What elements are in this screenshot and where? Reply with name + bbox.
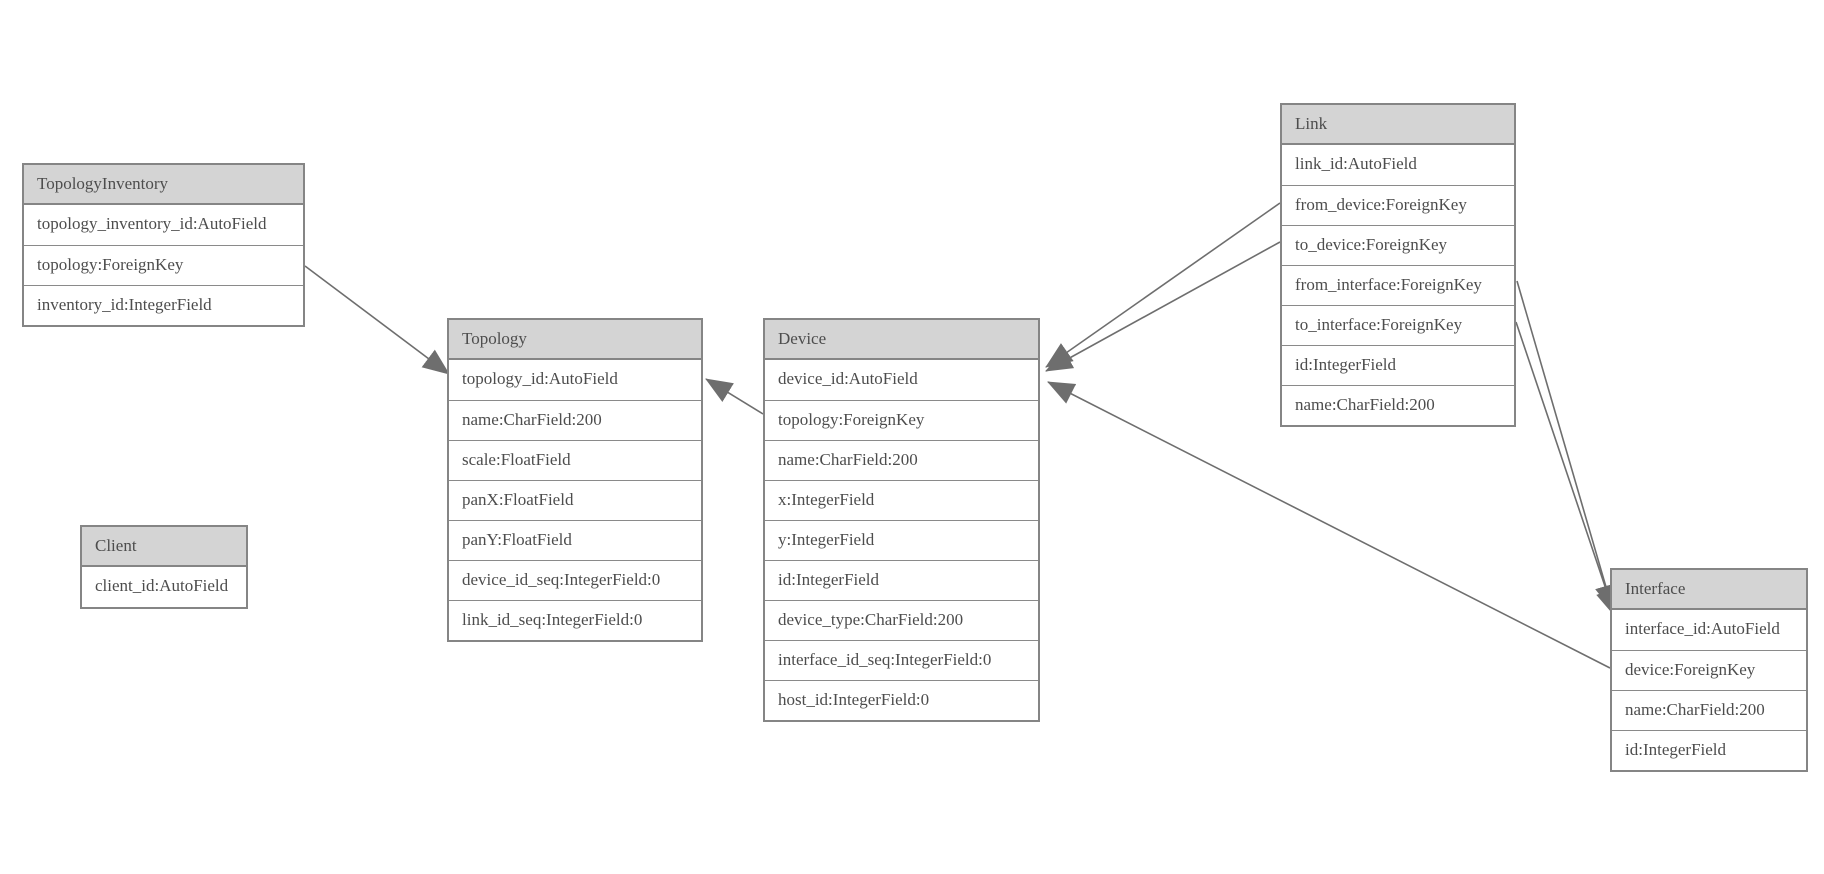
- field-row: topology:ForeignKey: [765, 400, 1038, 440]
- connection-topologyinventory-topology-to-topology: [304, 265, 450, 375]
- entity-title-topology: Topology: [449, 320, 701, 360]
- field-row: name:CharField:200: [1612, 690, 1806, 730]
- entity-title-client: Client: [82, 527, 246, 567]
- field-row: to_interface:ForeignKey: [1282, 305, 1514, 345]
- field-row: interface_id:AutoField: [1612, 610, 1806, 650]
- field-row: name:CharField:200: [765, 440, 1038, 480]
- field-row: device_type:CharField:200: [765, 600, 1038, 640]
- connection-link-to_interface-to-interface: [1515, 321, 1618, 617]
- entity-title-device: Device: [765, 320, 1038, 360]
- field-row: link_id_seq:IntegerField:0: [449, 600, 701, 640]
- field-row: x:IntegerField: [765, 480, 1038, 520]
- connection-link-to_device-to-device: [1045, 241, 1281, 372]
- field-row: link_id:AutoField: [1282, 145, 1514, 185]
- field-row: device:ForeignKey: [1612, 650, 1806, 690]
- field-row: id:IntegerField: [765, 560, 1038, 600]
- field-row: device_id:AutoField: [765, 360, 1038, 400]
- field-row: topology_inventory_id:AutoField: [24, 205, 303, 245]
- field-row: device_id_seq:IntegerField:0: [449, 560, 701, 600]
- field-row: inventory_id:IntegerField: [24, 285, 303, 325]
- field-row: panY:FloatField: [449, 520, 701, 560]
- field-row: interface_id_seq:IntegerField:0: [765, 640, 1038, 680]
- connection-device-topology-to-topology: [705, 378, 764, 415]
- field-row: scale:FloatField: [449, 440, 701, 480]
- field-row: to_device:ForeignKey: [1282, 225, 1514, 265]
- entity-title-topology-inventory: TopologyInventory: [24, 165, 303, 205]
- field-row: id:IntegerField: [1282, 345, 1514, 385]
- field-row: panX:FloatField: [449, 480, 701, 520]
- field-row: name:CharField:200: [449, 400, 701, 440]
- entity-title-link: Link: [1282, 105, 1514, 145]
- entity-title-interface: Interface: [1612, 570, 1806, 610]
- connection-link-from_device-to-device: [1045, 202, 1281, 368]
- field-row: client_id:AutoField: [82, 567, 246, 607]
- field-row: topology:ForeignKey: [24, 245, 303, 285]
- field-row: from_interface:ForeignKey: [1282, 265, 1514, 305]
- connection-link-from_interface-to-interface: [1516, 280, 1617, 612]
- field-row: y:IntegerField: [765, 520, 1038, 560]
- field-row: from_device:ForeignKey: [1282, 185, 1514, 225]
- field-row: id:IntegerField: [1612, 730, 1806, 770]
- field-row: host_id:IntegerField:0: [765, 680, 1038, 720]
- field-row: topology_id:AutoField: [449, 360, 701, 400]
- field-row: name:CharField:200: [1282, 385, 1514, 425]
